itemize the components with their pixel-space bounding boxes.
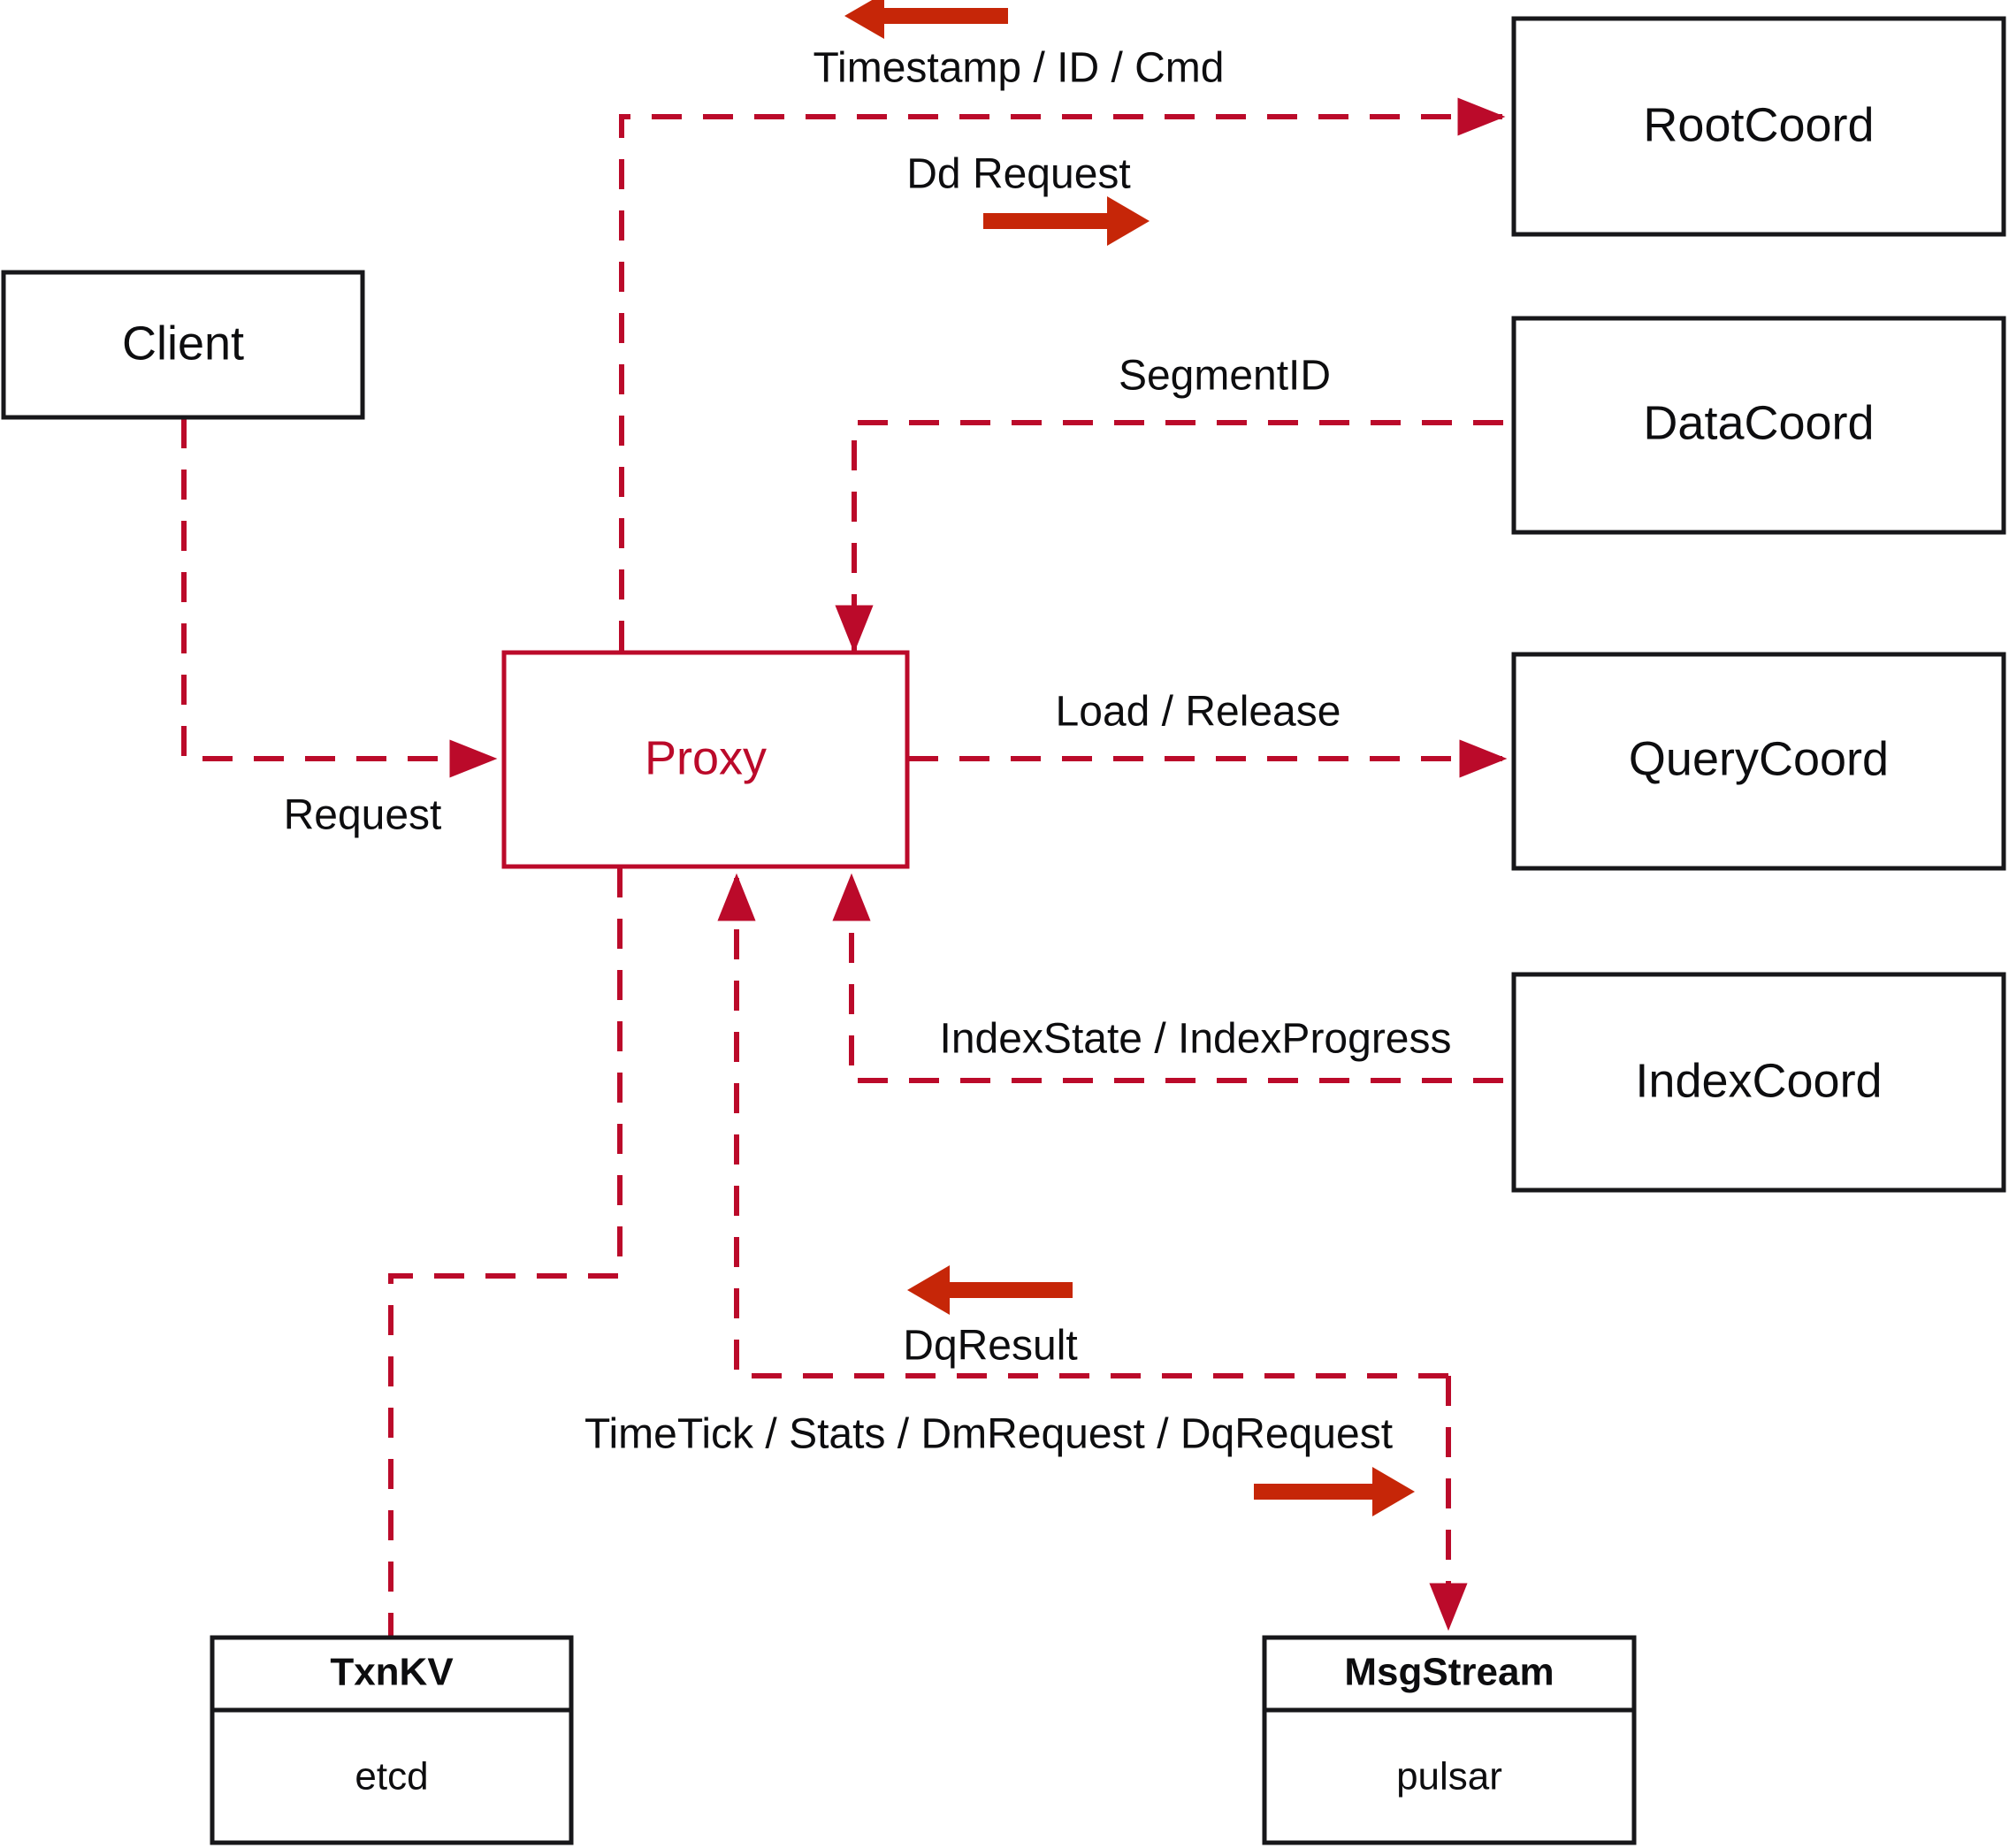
edge-label-dq-result: DqResult bbox=[903, 1323, 1077, 1370]
edge-proxy-rootcoord bbox=[602, 97, 1506, 697]
edge-label-load-release: Load / Release bbox=[1056, 689, 1341, 736]
node-rootcoord-label: RootCoord bbox=[1643, 98, 1874, 151]
node-datacoord-label: DataCoord bbox=[1643, 396, 1874, 449]
edge-indexcoord-proxy bbox=[832, 873, 1503, 1083]
edge-label-request: Request bbox=[284, 792, 442, 839]
edge-label-timetick-stats-dm-dq: TimeTick / Stats / DmRequest / DqRequest bbox=[584, 1411, 1393, 1458]
edge-datacoord-proxy bbox=[835, 420, 1503, 653]
flow-arrow-timetick-right bbox=[1254, 1467, 1415, 1516]
node-txnkv-label: TxnKV bbox=[330, 1651, 454, 1694]
edge-label-dd-request: Dd Request bbox=[906, 151, 1130, 198]
node-msgstream-impl-label: pulsar bbox=[1396, 1755, 1502, 1798]
edge-proxy-txnkv bbox=[388, 867, 623, 1636]
flow-arrow-ddrequest-right bbox=[983, 196, 1150, 246]
node-proxy[interactable]: Proxy bbox=[501, 650, 910, 869]
node-msgstream[interactable]: MsgStream pulsar bbox=[1262, 1635, 1637, 1845]
node-client-label: Client bbox=[122, 317, 244, 370]
node-proxy-label: Proxy bbox=[645, 731, 767, 784]
edge-client-proxy bbox=[181, 418, 498, 778]
edge-label-timestamp-id-cmd: Timestamp / ID / Cmd bbox=[814, 45, 1225, 92]
node-querycoord-label: QueryCoord bbox=[1629, 732, 1889, 785]
node-txnkv[interactable]: TxnKV etcd bbox=[210, 1635, 574, 1845]
node-msgstream-label: MsgStream bbox=[1344, 1651, 1554, 1694]
flow-arrow-timestamp-left bbox=[844, 0, 1008, 39]
node-rootcoord[interactable]: RootCoord bbox=[1511, 16, 2006, 237]
flow-arrow-dqresult-left bbox=[907, 1265, 1073, 1315]
node-querycoord[interactable]: QueryCoord bbox=[1511, 652, 2006, 871]
node-indexcoord[interactable]: IndexCoord bbox=[1511, 972, 2006, 1193]
edge-label-segment-id: SegmentID bbox=[1119, 353, 1331, 400]
edge-label-index-state-progress: IndexState / IndexProgress bbox=[940, 1016, 1452, 1063]
node-datacoord[interactable]: DataCoord bbox=[1511, 316, 2006, 535]
edge-msgstream-proxy bbox=[717, 873, 1448, 1378]
node-indexcoord-label: IndexCoord bbox=[1635, 1054, 1882, 1107]
node-client[interactable]: Client bbox=[1, 270, 365, 420]
node-txnkv-impl-label: etcd bbox=[355, 1755, 428, 1798]
